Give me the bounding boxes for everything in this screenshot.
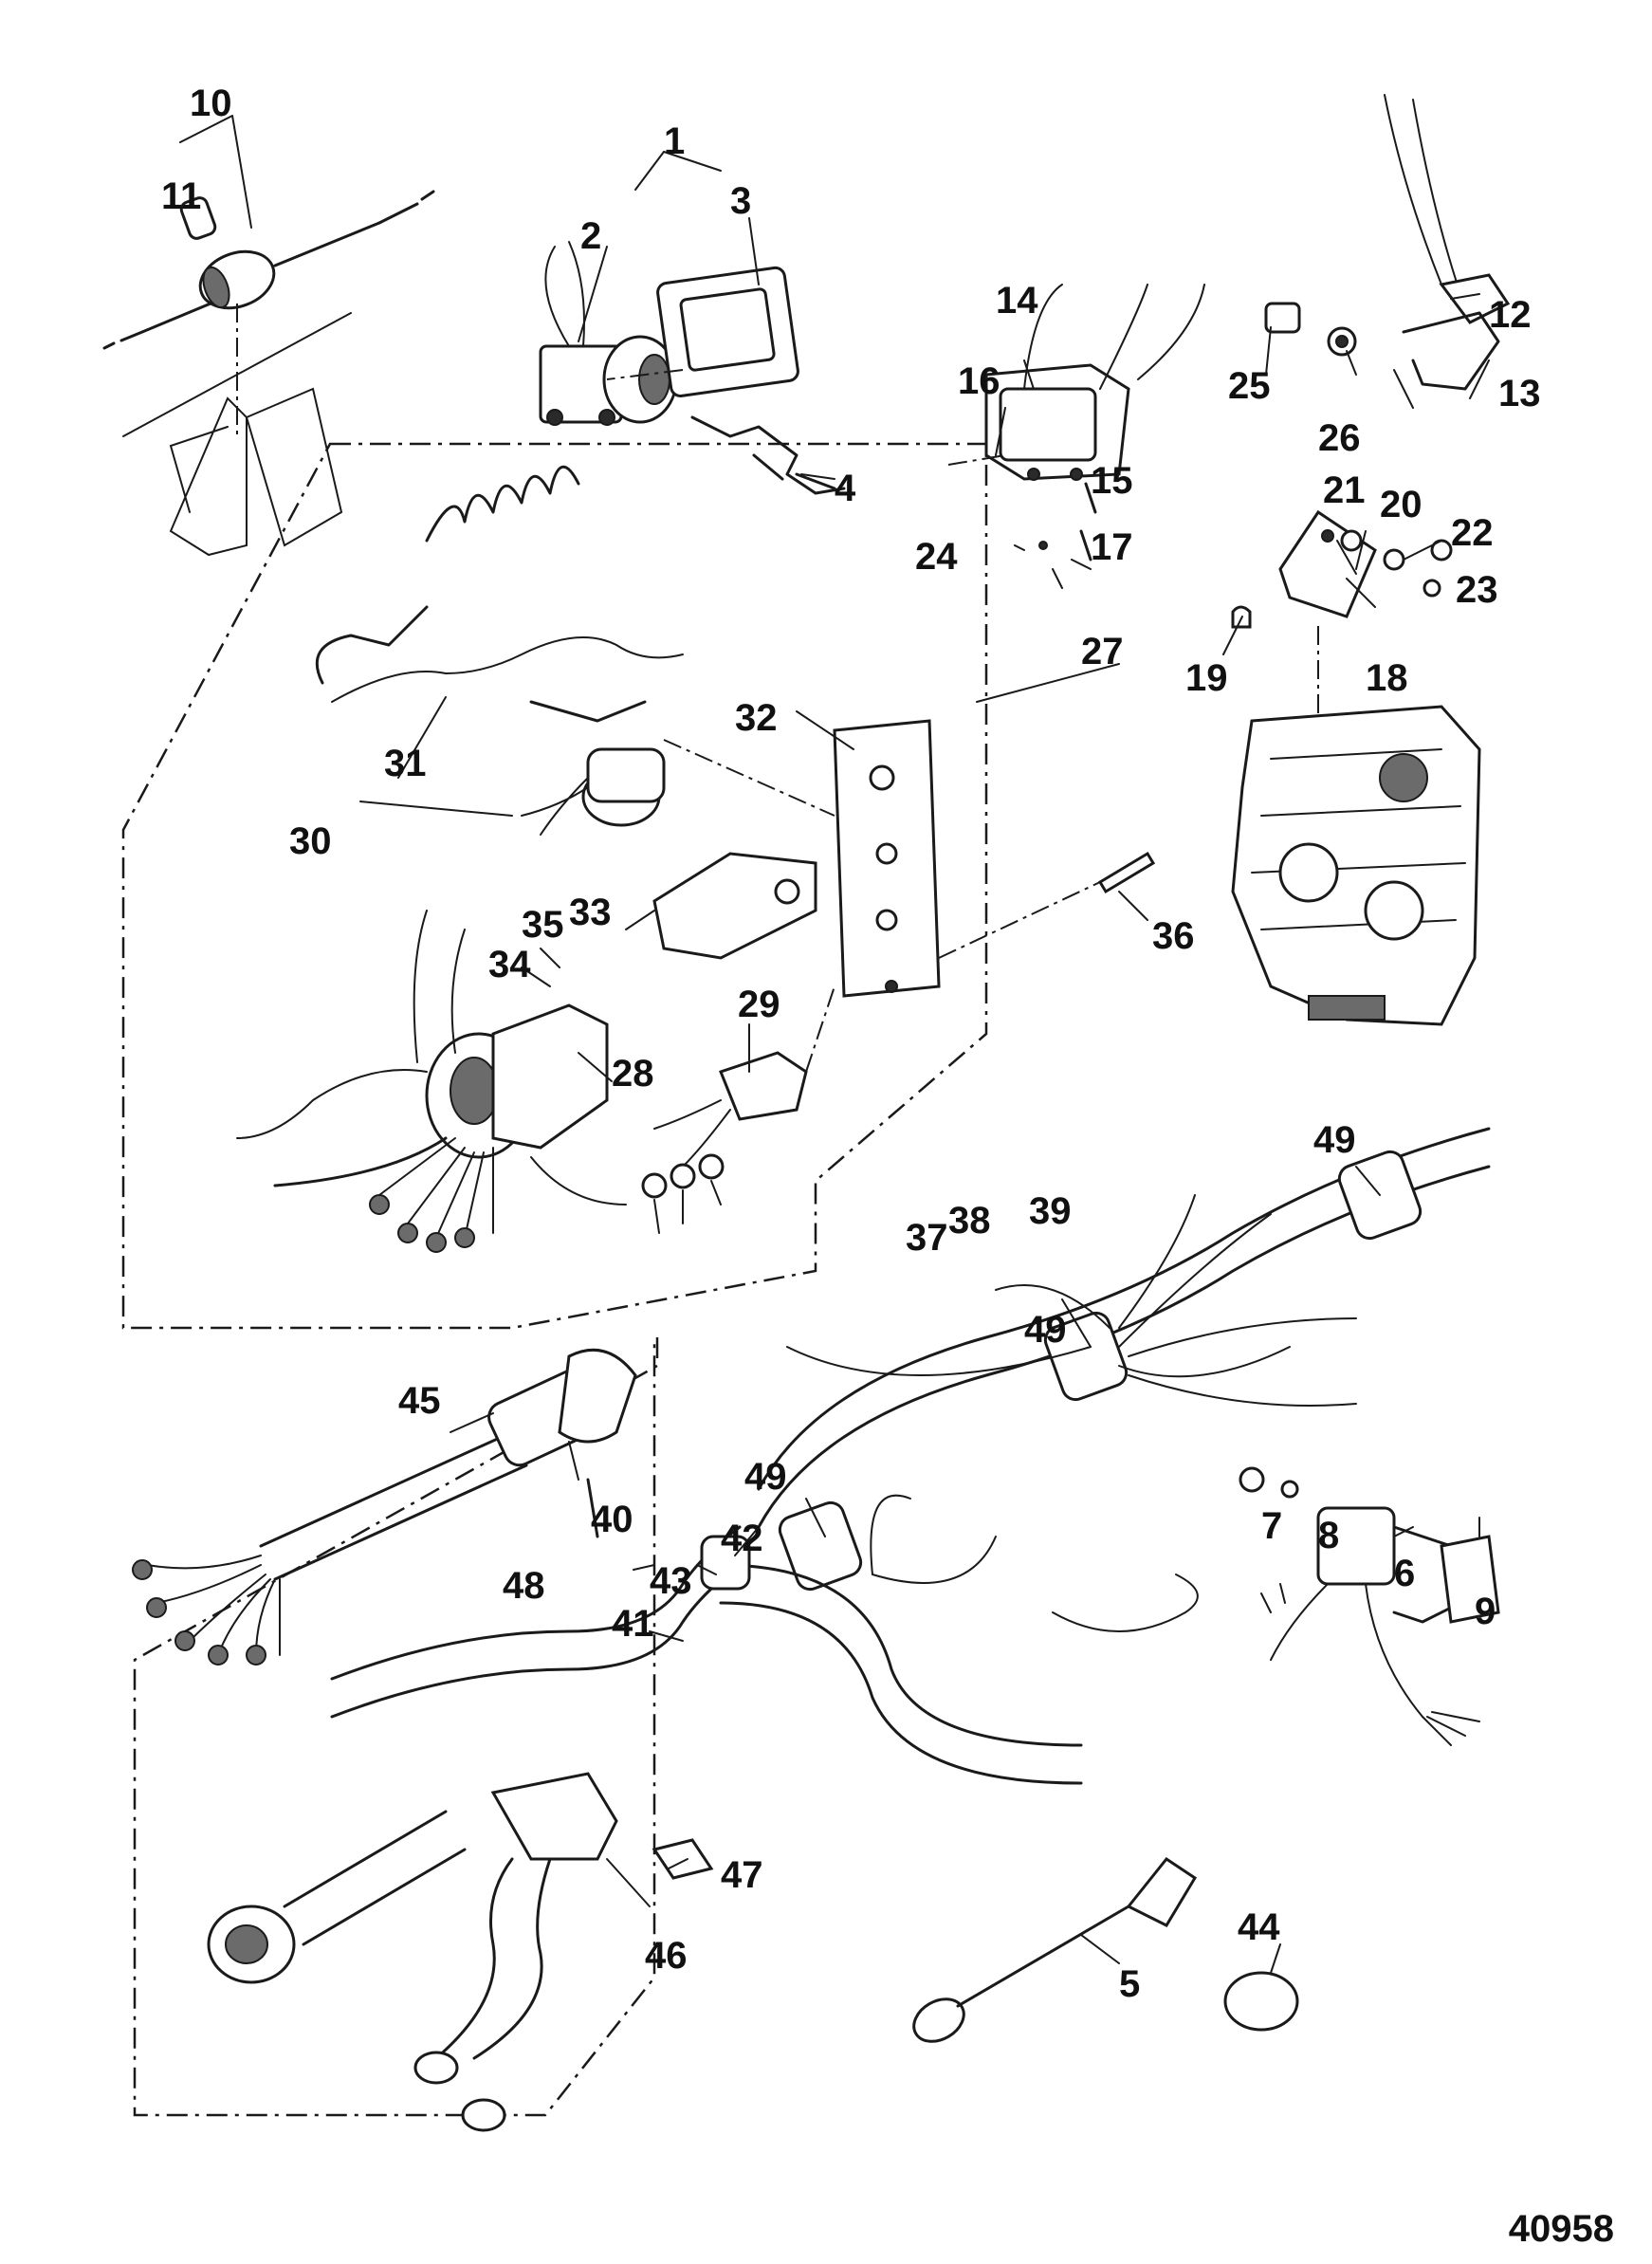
callout-18: 18 xyxy=(1366,657,1408,699)
callout-10: 10 xyxy=(190,83,232,124)
mounting-bracket xyxy=(1231,509,1453,778)
ignition-kit-boundary xyxy=(121,442,988,1330)
callout-11: 11 xyxy=(161,175,201,217)
callout-44: 44 xyxy=(1238,1906,1280,1948)
callout-45: 45 xyxy=(398,1380,441,1422)
callout-12: 12 xyxy=(1489,294,1532,336)
callout-29: 29 xyxy=(738,984,780,1025)
callout-3: 3 xyxy=(730,180,751,222)
callout-1: 1 xyxy=(664,120,685,162)
engine-powerhead xyxy=(1231,705,1481,1026)
callout-48: 48 xyxy=(503,1565,545,1607)
callout-15: 15 xyxy=(1091,460,1133,502)
callout-30: 30 xyxy=(289,820,332,862)
callout-49-middle: 49 xyxy=(1024,1309,1067,1351)
callout-37: 37 xyxy=(906,1217,948,1259)
rectifier-assembly xyxy=(1239,1466,1500,1746)
callout-24: 24 xyxy=(915,536,958,578)
lanyard-and-stop-switch xyxy=(315,465,684,836)
extension-cable xyxy=(132,1348,637,1666)
mounting-plate xyxy=(652,719,1156,998)
callout-32: 32 xyxy=(735,697,778,739)
ignition-switch-assembly xyxy=(236,910,627,1253)
callout-8: 8 xyxy=(1318,1515,1339,1556)
callout-23: 23 xyxy=(1456,569,1498,611)
callout-13: 13 xyxy=(1498,373,1541,414)
callout-20: 20 xyxy=(1380,484,1423,525)
callout-25: 25 xyxy=(1228,365,1271,407)
callout-42: 42 xyxy=(721,1518,763,1559)
callout-46: 46 xyxy=(645,1935,688,1977)
callout-19: 19 xyxy=(1185,657,1228,699)
relay-assembly xyxy=(947,284,1205,561)
callout-39: 39 xyxy=(1029,1190,1072,1232)
callout-2: 2 xyxy=(580,215,601,257)
battery-cable xyxy=(912,1856,1198,2043)
callout-27: 27 xyxy=(1081,631,1124,672)
callout-16: 16 xyxy=(958,360,1000,402)
fuse-holder-assembly xyxy=(102,190,435,557)
callout-38: 38 xyxy=(948,1200,991,1242)
nut-washer-set xyxy=(641,1153,725,1199)
callout-22: 22 xyxy=(1451,512,1494,554)
callout-28: 28 xyxy=(612,1053,654,1095)
callout-35: 35 xyxy=(522,904,564,946)
callout-21: 21 xyxy=(1323,469,1366,511)
leader-lines xyxy=(179,115,1490,1974)
callout-5: 5 xyxy=(1119,1963,1140,2005)
solenoid-assembly xyxy=(539,241,846,495)
callout-33: 33 xyxy=(569,892,612,933)
callout-7: 7 xyxy=(1261,1505,1282,1547)
callout-34: 34 xyxy=(488,944,531,985)
callout-40: 40 xyxy=(591,1499,633,1540)
callout-41: 41 xyxy=(612,1603,654,1645)
sensor-bracket xyxy=(1264,94,1511,391)
callout-17: 17 xyxy=(1091,526,1133,568)
callout-49-top: 49 xyxy=(1313,1119,1356,1161)
callout-6: 6 xyxy=(1394,1553,1415,1594)
callout-31: 31 xyxy=(384,743,427,784)
callout-47: 47 xyxy=(721,1854,763,1896)
callout-9: 9 xyxy=(1475,1591,1496,1632)
callout-4: 4 xyxy=(835,468,856,509)
callout-labels: 10 11 1 2 3 4 14 16 15 17 24 25 26 12 13… xyxy=(161,83,1541,2005)
figure-number: 40958 xyxy=(1508,2208,1614,2250)
lower-harness-plug xyxy=(207,1478,714,2132)
callout-26: 26 xyxy=(1318,417,1361,459)
callout-36: 36 xyxy=(1152,915,1195,957)
harness-kit-boundary xyxy=(133,1337,659,2117)
callout-14: 14 xyxy=(996,280,1038,322)
plug-cap xyxy=(1223,1971,1299,2032)
callout-43: 43 xyxy=(650,1560,692,1602)
stop-switch xyxy=(653,985,835,1168)
main-harness xyxy=(330,1127,1491,1785)
callout-49-lower: 49 xyxy=(744,1456,787,1498)
